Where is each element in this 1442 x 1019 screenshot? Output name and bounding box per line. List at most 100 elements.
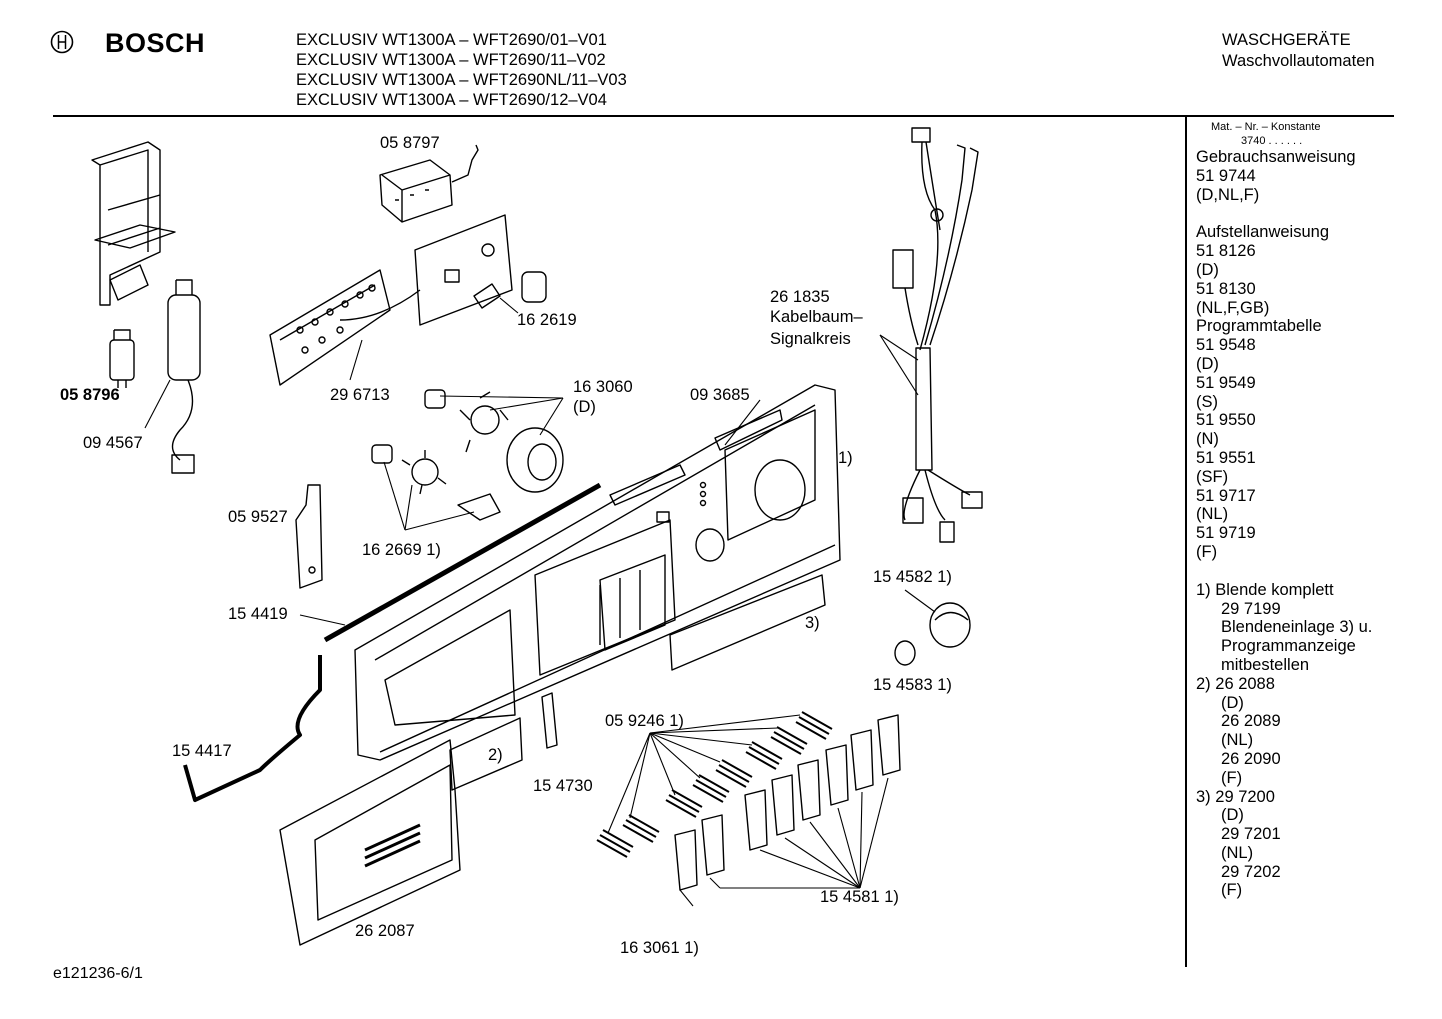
part-label: 16 3061 1) bbox=[620, 939, 699, 957]
gebrauch-nr: 51 9744 bbox=[1196, 166, 1256, 185]
part-label: 2) bbox=[488, 746, 503, 764]
note-line: (F) bbox=[1221, 881, 1243, 900]
part-label: 1) bbox=[838, 449, 853, 467]
circuit-board-part bbox=[339, 214, 513, 326]
programm-item: (S) bbox=[1196, 392, 1218, 411]
category-line: WASCHGERÄTE bbox=[1222, 31, 1351, 49]
programm-item: 51 9551 bbox=[1196, 448, 1256, 467]
note-2: 2) 26 2088 bbox=[1196, 675, 1372, 694]
note-line: (D) bbox=[1221, 693, 1244, 712]
seal-bend-part bbox=[183, 655, 322, 802]
bosch-logo-icon bbox=[50, 30, 74, 54]
model-list: EXCLUSIV WT1300A – WFT2690/01–V01 EXCLUS… bbox=[296, 30, 627, 110]
part-label: 05 9527 bbox=[228, 508, 288, 526]
wiring-harness-part bbox=[892, 127, 983, 543]
sidebar-divider bbox=[1185, 117, 1187, 967]
drawing-code: e121236-6/1 bbox=[53, 965, 143, 982]
display-board-part bbox=[269, 269, 391, 386]
part-label: 16 2619 bbox=[517, 311, 577, 329]
aufstell-item: (D) bbox=[1196, 260, 1219, 279]
switch-part bbox=[379, 144, 479, 223]
part-label: 26 1835 bbox=[770, 288, 830, 306]
note-line: 26 2088 bbox=[1215, 674, 1275, 693]
model-line: EXCLUSIV WT1300A – WFT2690/01–V01 bbox=[296, 31, 607, 49]
part-label: Signalkreis bbox=[770, 330, 851, 348]
lever-part bbox=[541, 692, 558, 749]
brand-name: BOSCH bbox=[105, 28, 206, 58]
aufstell-title: Aufstellanweisung bbox=[1196, 223, 1329, 242]
spring-parts bbox=[596, 711, 833, 858]
gebrauch-title: Gebrauchsanweisung bbox=[1196, 148, 1356, 166]
part-label: 09 4567 bbox=[83, 434, 143, 452]
note-line: (NL) bbox=[1221, 843, 1254, 862]
part-label: 29 6713 bbox=[330, 386, 390, 404]
programm-item: (D) bbox=[1196, 354, 1219, 373]
part-label: Kabelbaum– bbox=[770, 308, 863, 326]
aufstell-item: (NL,F,GB) bbox=[1196, 298, 1270, 317]
small-capacitor-part bbox=[109, 329, 135, 388]
note-line: 29 7200 bbox=[1215, 787, 1275, 806]
programm-item: 51 9717 bbox=[1196, 486, 1256, 505]
aufstell-item: 51 8130 bbox=[1196, 279, 1256, 298]
note-mark: 2) bbox=[1196, 674, 1211, 693]
aufstell-item: 51 8126 bbox=[1196, 242, 1256, 261]
part-label: 15 4583 1) bbox=[873, 676, 952, 694]
part-label: 26 2087 bbox=[355, 922, 415, 940]
seal-strip-part bbox=[323, 482, 602, 643]
selector-knob-part bbox=[894, 602, 971, 666]
note-3: 3) 29 7200 bbox=[1196, 788, 1372, 807]
note-line: 26 2089 bbox=[1221, 712, 1281, 731]
programm-item: (N) bbox=[1196, 430, 1219, 449]
note-line: 29 7201 bbox=[1221, 825, 1281, 844]
parts-sidebar: Mat. – Nr. – Konstante 3740 . . . . . . … bbox=[1196, 120, 1372, 900]
programm-item: 51 9550 bbox=[1196, 411, 1256, 430]
mat-value: 3740 . . . . . . bbox=[1241, 135, 1303, 147]
part-label: 15 4581 1) bbox=[820, 888, 899, 906]
programm-item: (SF) bbox=[1196, 467, 1229, 486]
note-line: (F) bbox=[1221, 768, 1243, 787]
category: WASCHGERÄTE Waschvollautomaten bbox=[1222, 30, 1375, 72]
part-label: 15 4582 1) bbox=[873, 568, 952, 586]
part-label: 15 4730 bbox=[533, 777, 593, 795]
note-line: 29 7202 bbox=[1221, 862, 1281, 881]
inlay-2-part bbox=[449, 717, 523, 791]
model-line: EXCLUSIV WT1300A – WFT2690/11–V02 bbox=[296, 51, 606, 69]
inlay-panel-part bbox=[669, 574, 826, 671]
note-line: 29 7199 bbox=[1221, 599, 1281, 618]
note-line: mitbestellen bbox=[1221, 655, 1310, 674]
programm-title: Programmtabelle bbox=[1196, 317, 1322, 336]
control-panel-part bbox=[354, 384, 841, 761]
programm-item: 51 9719 bbox=[1196, 524, 1256, 543]
part-label: 3) bbox=[805, 614, 820, 632]
programm-item: (NL) bbox=[1196, 505, 1229, 524]
part-label: 05 8796 bbox=[60, 386, 120, 404]
gebrauch-lang: (D,NL,F) bbox=[1196, 185, 1260, 204]
drawer-front-part bbox=[279, 739, 461, 946]
programm-item: (F) bbox=[1196, 542, 1218, 561]
part-label: 05 9246 1) bbox=[605, 712, 684, 730]
category-line: Waschvollautomaten bbox=[1222, 52, 1375, 70]
note-1: 1) Blende komplett bbox=[1196, 581, 1372, 600]
note-line: Blendeneinlage 3) u. bbox=[1221, 618, 1373, 637]
programm-item: 51 9549 bbox=[1196, 373, 1256, 392]
part-label: 09 3685 bbox=[690, 386, 750, 404]
note-line: (D) bbox=[1221, 806, 1244, 825]
knob-parts bbox=[371, 389, 564, 521]
bracket-part bbox=[91, 141, 176, 306]
model-line: EXCLUSIV WT1300A – WFT2690/12–V04 bbox=[296, 91, 607, 109]
guide-part bbox=[295, 484, 323, 589]
capacitor-cable-part bbox=[167, 279, 201, 474]
part-label: (D) bbox=[573, 398, 596, 416]
note-line: (NL) bbox=[1221, 731, 1254, 750]
mat-label: Mat. – Nr. – Konstante bbox=[1211, 121, 1321, 133]
part-label: 05 8797 bbox=[380, 134, 440, 152]
leader-lines bbox=[144, 297, 936, 907]
note-line: Blende komplett bbox=[1215, 580, 1334, 599]
note-mark: 3) bbox=[1196, 787, 1211, 806]
note-mark: 1) bbox=[1196, 580, 1211, 599]
push-button-parts bbox=[674, 714, 901, 891]
lamp-part bbox=[473, 271, 547, 309]
header-divider bbox=[53, 115, 1394, 117]
model-line: EXCLUSIV WT1300A – WFT2690NL/11–V03 bbox=[296, 71, 627, 89]
